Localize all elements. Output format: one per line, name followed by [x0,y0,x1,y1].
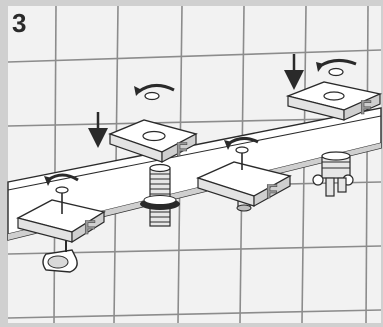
valve-assembly-1: F [88,84,198,227]
flange-label-4: F [360,98,372,119]
nut [328,67,344,77]
flange-label-1: F [84,218,96,239]
nut [144,91,160,101]
valve-assembly-2: F [196,137,292,212]
valve-assembly-3: F [284,54,383,197]
nut [55,186,69,194]
step-number: 3 [12,8,26,38]
flange-label-3: F [266,182,278,203]
flange-label-2: F [176,140,188,161]
spout-assembly: F [16,173,106,273]
nut [235,146,249,154]
